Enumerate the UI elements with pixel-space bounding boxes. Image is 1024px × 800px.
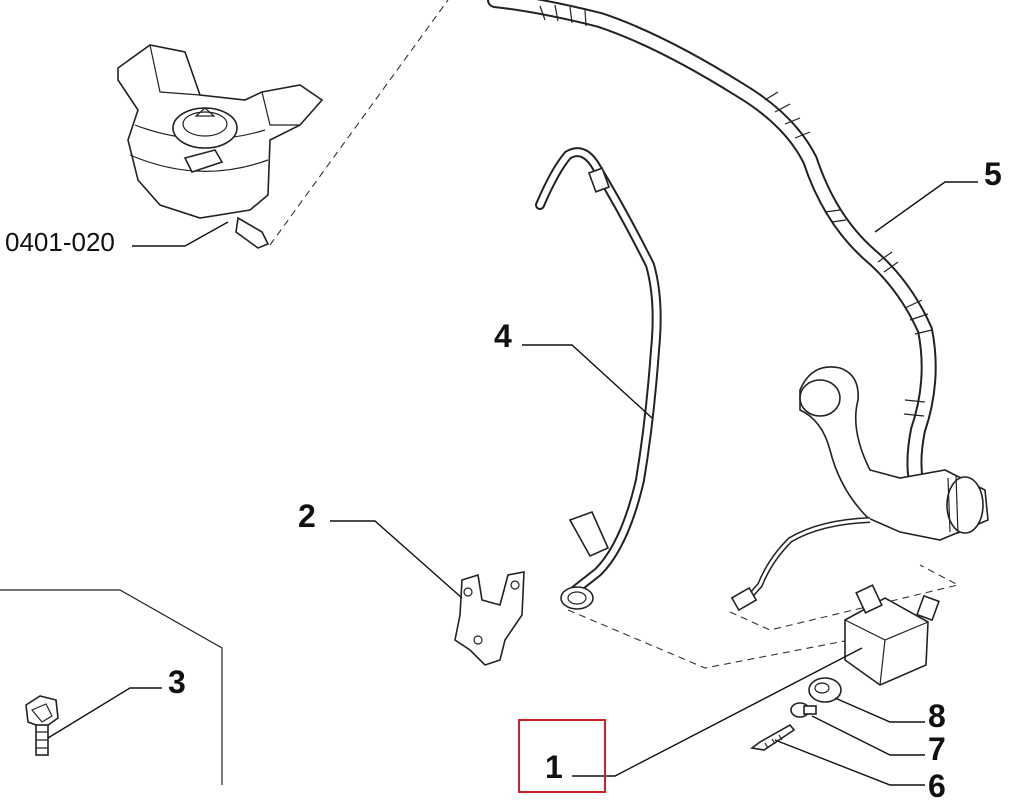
part-6-illustration xyxy=(750,723,796,751)
callout-6: 6 xyxy=(928,768,946,800)
leader-5 xyxy=(874,181,978,233)
leader-0401-020 xyxy=(132,221,229,247)
hose-4-illustration xyxy=(535,147,662,610)
item-3-frame xyxy=(0,589,223,785)
callout-5: 5 xyxy=(984,156,1002,192)
leader-7 xyxy=(811,715,925,756)
dashed-connector-a xyxy=(567,609,851,669)
hose-5-illustration xyxy=(487,0,937,503)
dashed-connector-b xyxy=(729,564,960,631)
leader-2 xyxy=(330,520,463,599)
callout-1: 1 xyxy=(545,749,563,785)
leader-3 xyxy=(47,687,162,739)
leader-6 xyxy=(774,739,925,786)
highlight-box-callout-1[interactable] xyxy=(518,719,606,793)
leader-8 xyxy=(834,697,925,723)
reference-label-0401-020: 0401-020 xyxy=(5,227,115,257)
part-3-illustration xyxy=(25,695,59,756)
hose-junction-illustration xyxy=(730,366,989,612)
part-8-illustration xyxy=(808,677,842,703)
part-1-illustration xyxy=(844,584,940,686)
tank-dashed-connector xyxy=(269,0,449,246)
callout-4: 4 xyxy=(494,318,512,354)
leader-1 xyxy=(572,647,863,777)
callout-8: 8 xyxy=(928,698,946,734)
part-7-illustration xyxy=(790,702,817,718)
callout-3: 3 xyxy=(168,664,186,700)
callout-2: 2 xyxy=(298,498,316,534)
expansion-tank-illustration xyxy=(117,44,324,249)
callout-7: 7 xyxy=(928,731,946,767)
part-2-illustration xyxy=(454,571,525,666)
leader-4 xyxy=(522,344,653,419)
